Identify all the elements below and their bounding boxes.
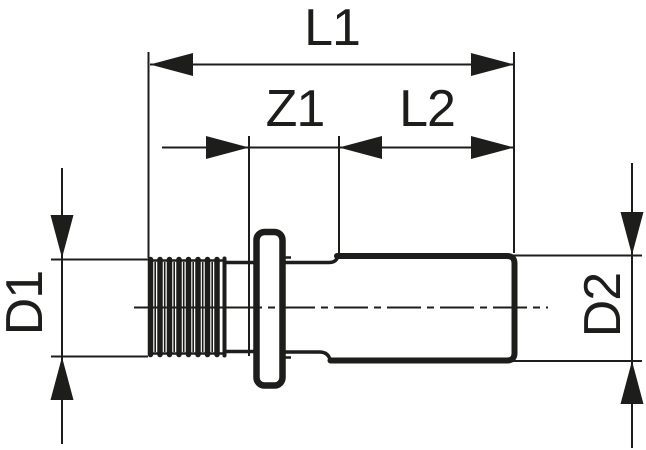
- label-z1: Z1: [266, 80, 325, 138]
- l2-arrow-left: [339, 136, 382, 159]
- d2-arrow-top: [620, 212, 644, 255]
- l1-arrow-right: [471, 53, 514, 76]
- label-l1: L1: [304, 0, 360, 57]
- d1-arrow-top: [50, 215, 74, 258]
- d1-arrow-bottom: [50, 357, 74, 400]
- z1-arrow: [206, 136, 249, 159]
- dimension-labels: L1 Z1 L2 D1 D2: [0, 0, 632, 337]
- l2-arrow-right: [471, 136, 514, 159]
- collar: [253, 228, 286, 389]
- d2-arrow-bottom: [620, 361, 644, 404]
- label-d2: D2: [574, 273, 632, 337]
- neck-step-stubs: [284, 256, 291, 359]
- l1-arrow-left: [150, 53, 193, 76]
- dimension-arrowheads: [50, 53, 644, 404]
- label-l2: L2: [399, 80, 455, 138]
- thread-crest-edges: [148, 259, 226, 355]
- label-d1: D1: [0, 271, 54, 335]
